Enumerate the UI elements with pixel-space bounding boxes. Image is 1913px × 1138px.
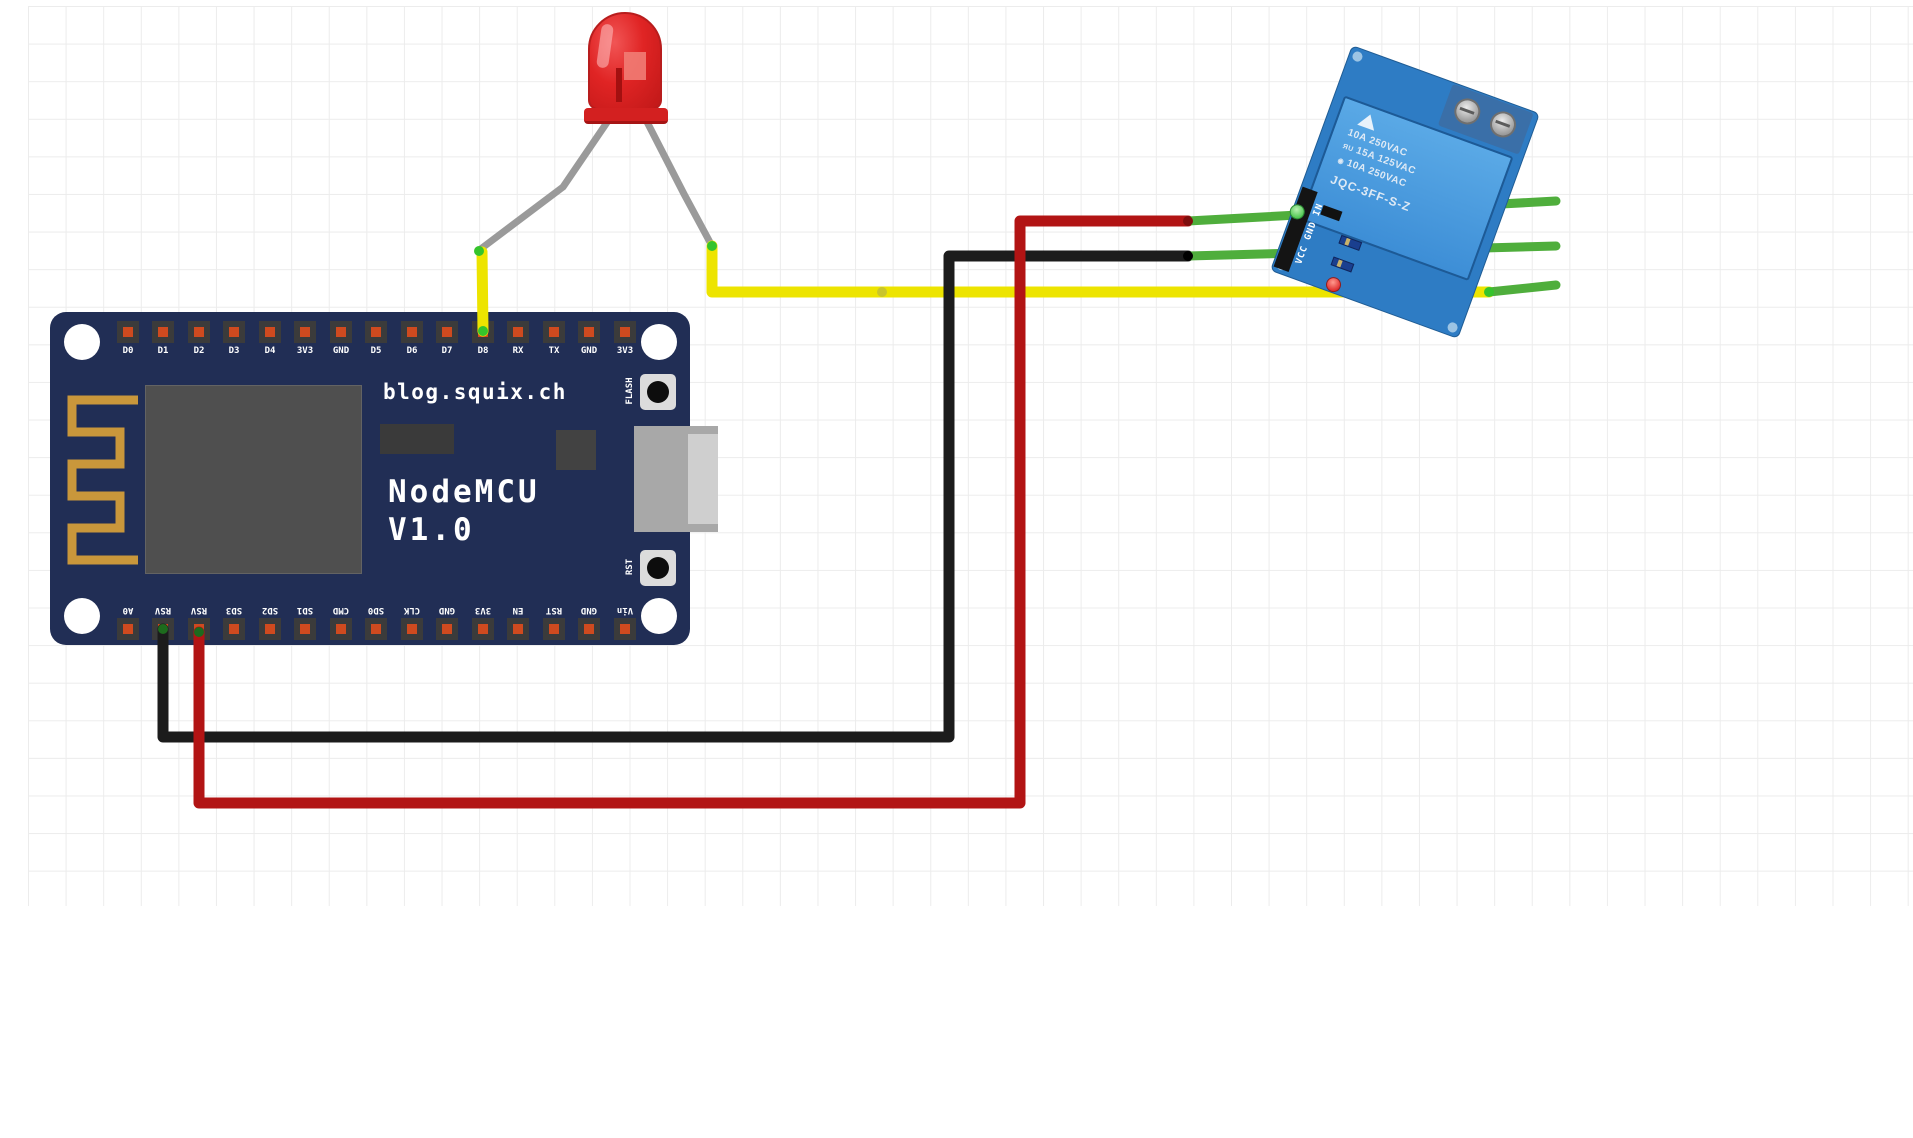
pin-d7[interactable]: D7	[436, 321, 458, 356]
flash-button[interactable]	[640, 374, 676, 410]
esp8266-module	[145, 385, 362, 574]
pin-clk[interactable]: CLK	[401, 605, 423, 640]
pin-gnd-b[interactable]: GND	[578, 321, 600, 356]
pin-3v3-a[interactable]: 3V3	[294, 321, 316, 356]
pin-tx[interactable]: TX	[543, 321, 565, 356]
smd-component	[380, 424, 454, 454]
led-die	[624, 52, 646, 80]
connection-dot-black-end[interactable]	[1183, 251, 1193, 261]
pin-gnd-d[interactable]: GND	[578, 605, 600, 640]
rst-button-cap	[647, 557, 669, 579]
flash-button-cap	[647, 381, 669, 403]
connection-dot-red-end[interactable]	[1183, 216, 1193, 226]
rst-button[interactable]	[640, 550, 676, 586]
pin-rx[interactable]: RX	[507, 321, 529, 356]
pin-d3[interactable]: D3	[223, 321, 245, 356]
pin-sd1[interactable]: SD1	[294, 605, 316, 640]
connection-dot-vin-pin[interactable]	[194, 627, 204, 637]
ul-mark: ЯU	[1341, 143, 1355, 154]
mounting-hole	[641, 324, 677, 360]
terminal-screw	[1450, 94, 1484, 129]
connection-dot-gnd-pin[interactable]	[158, 624, 168, 634]
pin-rst[interactable]: RST	[543, 605, 565, 640]
wire-yellow-d8-to-led[interactable]	[476, 246, 489, 337]
pin-vin[interactable]: Vin	[614, 605, 636, 640]
bend-dot-yellow[interactable]	[877, 287, 887, 297]
pin-3v3-c[interactable]: 3V3	[472, 605, 494, 640]
relay-brand-logo-icon	[1357, 111, 1379, 131]
red-led[interactable]	[584, 12, 668, 124]
wifi-antenna-icon	[67, 395, 138, 565]
led-leg-left[interactable]	[474, 114, 614, 255]
mounting-hole	[64, 598, 100, 634]
mounting-hole	[64, 324, 100, 360]
wire-yellow-led-to-relay-in[interactable]	[706, 240, 1495, 298]
pin-d4[interactable]: D4	[259, 321, 281, 356]
wire-black-gnd[interactable]	[157, 250, 1194, 743]
wire-red-vcc[interactable]	[193, 215, 1194, 809]
pin-sd3[interactable]: SD3	[223, 605, 245, 640]
pin-d5[interactable]: D5	[365, 321, 387, 356]
connection-dot-led-right[interactable]	[707, 241, 717, 251]
pin-sd2[interactable]: SD2	[259, 605, 281, 640]
pin-a0[interactable]: A0	[117, 605, 139, 640]
led-post	[616, 68, 622, 102]
board-name-label: NodeMCU	[388, 474, 540, 510]
usb-connector	[634, 426, 718, 532]
pin-d6[interactable]: D6	[401, 321, 423, 356]
pin-cmd[interactable]: CMD	[330, 605, 352, 640]
board-site-label: blog.squix.ch	[383, 380, 567, 404]
led-flange	[584, 108, 668, 124]
pin-3v3-b[interactable]: 3V3	[614, 321, 636, 356]
usb-connector-tip	[688, 434, 718, 524]
pin-gnd-a[interactable]: GND	[330, 321, 352, 356]
connection-dot-d8[interactable]	[478, 326, 488, 336]
connection-dot-led-left[interactable]	[474, 246, 484, 256]
terminal-screw	[1486, 107, 1520, 142]
pin-d2[interactable]: D2	[188, 321, 210, 356]
pin-en[interactable]: EN	[507, 605, 529, 640]
pin-sd0[interactable]: SD0	[365, 605, 387, 640]
led-leg-right[interactable]	[641, 114, 716, 250]
smd-component	[556, 430, 596, 470]
connection-dot-relay-in[interactable]	[1484, 287, 1494, 297]
pin-gnd-c[interactable]: GND	[436, 605, 458, 640]
nodemcu-board[interactable]: D0 D1 D2 D3 D4 3V3 GND D5 D6 D7 D8 RX TX…	[50, 312, 718, 645]
pin-d0[interactable]: D0	[117, 321, 139, 356]
pin-d1[interactable]: D1	[152, 321, 174, 356]
cqc-mark: ◉	[1336, 157, 1346, 167]
board-version-label: V1.0	[388, 512, 475, 548]
wire-green-relay-in[interactable]	[1484, 280, 1561, 297]
mounting-hole	[641, 598, 677, 634]
antenna-trace	[67, 395, 138, 565]
